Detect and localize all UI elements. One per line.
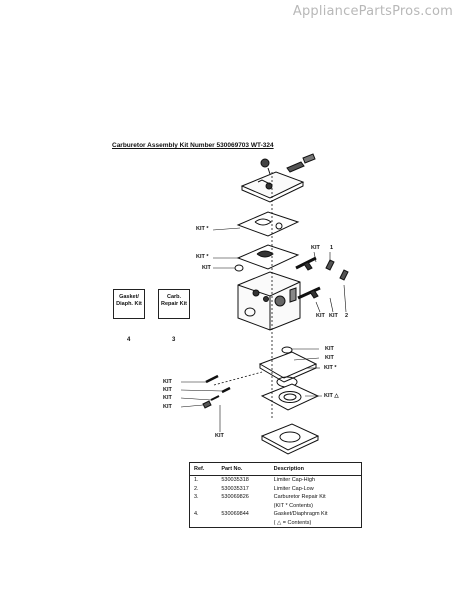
kit-star-label-1: KIT * <box>196 226 209 232</box>
kit-label-screw-4: KIT <box>163 404 172 410</box>
table-row: 3. 530069826 Carburetor Repair Kit <box>190 493 362 502</box>
table-row-note: (KIT * Contents) <box>190 502 362 511</box>
table-row: 1. 530035318 Limiter Cap-High <box>190 476 362 485</box>
description-column-header: Description <box>269 462 362 476</box>
diagram-title: Carburetor Assembly Kit Number 530069703… <box>112 142 274 149</box>
table-row: 2. 530035317 Limiter Cap-Low <box>190 485 362 494</box>
table-row: 4. 530069844 Gasket/Diaphragm Kit <box>190 510 362 519</box>
kit-triangle-label: KIT △ <box>324 393 339 399</box>
carb-repair-kit-number: 3 <box>172 337 176 343</box>
desc-note-cell: (KIT * Contents) <box>273 502 314 509</box>
part-cell: 530069844 <box>221 511 249 517</box>
kit-label-bottom: KIT <box>215 433 224 439</box>
ref-cell: 4. <box>194 511 199 517</box>
desc-note-cell: ( △ = Contents) <box>273 519 312 526</box>
ref-column-header: Ref. <box>189 462 218 476</box>
ref-cell: 1. <box>194 477 199 483</box>
kit-label-seal-1: KIT <box>325 346 334 352</box>
desc-cell: Gasket/Diaphragm Kit <box>273 511 328 517</box>
kit-label-needle-2: KIT <box>329 313 338 319</box>
ref-cell: 3. <box>194 494 199 500</box>
ref-number-1: 1 <box>330 245 334 251</box>
carb-repair-kit-box: Carb. Repair Kit <box>158 289 190 319</box>
part-cell: 530069826 <box>221 494 249 500</box>
part-no-column-header: Part No. <box>217 462 270 476</box>
watermark: AppliancePartsPros.com <box>292 4 453 19</box>
kit-star-label-3: KIT * <box>324 365 337 371</box>
part-cell: 530035318 <box>221 477 249 483</box>
kit-label-screw-2: KIT <box>163 387 172 393</box>
gasket-diaph-kit-number: 4 <box>127 337 131 343</box>
kit-label-needle-top: KIT <box>311 245 320 251</box>
kit-label-seal-2: KIT <box>325 355 334 361</box>
table-row-note: ( △ = Contents) <box>190 519 362 528</box>
ref-number-2: 2 <box>345 313 349 319</box>
kit-label-needle-1: KIT <box>316 313 325 319</box>
kit-label-screw-3: KIT <box>163 395 172 401</box>
part-cell: 530035317 <box>221 485 249 492</box>
parts-table: Ref. Part No. Description 1. 530035318 L… <box>189 462 362 528</box>
kit-star-label-2: KIT * <box>196 254 209 260</box>
gasket-diaph-kit-box: Gasket/ Diaph. Kit <box>113 289 145 319</box>
desc-cell: Carburetor Repair Kit <box>273 494 326 500</box>
kit-label-screw-1: KIT <box>163 379 172 385</box>
kit-label-ring: KIT <box>202 265 211 271</box>
ref-cell: 2. <box>194 485 199 492</box>
desc-cell: Limiter Cap-High <box>273 477 315 483</box>
desc-cell: Limiter Cap-Low <box>273 485 314 492</box>
